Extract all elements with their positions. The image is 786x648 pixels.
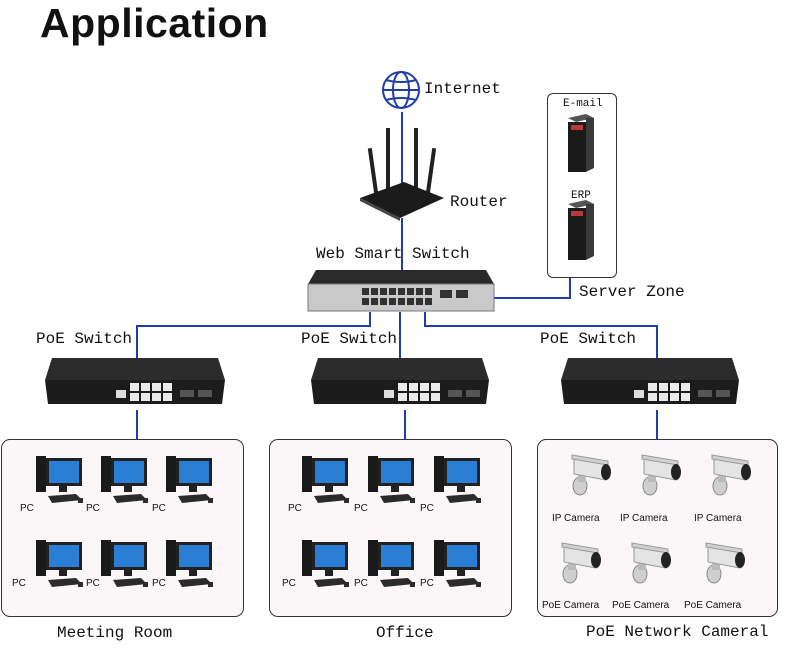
poe-camera-label: PoE Camera [684,600,742,611]
meeting-room-label: Meeting Room [57,624,173,642]
router-label: Router [450,193,508,211]
poe-switch-left-label: PoE Switch [36,330,133,348]
pc-label: PC [288,503,302,514]
pc-icon [434,456,481,503]
pc-icon [101,540,148,587]
web-smart-switch-device [307,270,495,312]
ip-camera-label: IP Camera [620,513,668,524]
office-label: Office [376,624,434,642]
pc-icon [434,540,481,587]
pc-label: PC [282,578,296,589]
pc-icon [368,456,415,503]
poe-camera-label: PoE Camera [542,600,600,611]
camera-icon [561,542,602,584]
poe-switch-mid-label: PoE Switch [301,330,398,348]
globe-icon [382,71,420,109]
pc-icon [302,456,349,503]
pc-label: PC [86,503,100,514]
server-icon [568,114,594,172]
connection-lines [136,112,658,440]
pc-icon [36,540,83,587]
pc-label: PC [12,578,26,589]
camera-icon [705,542,746,584]
pc-icon [368,540,415,587]
pc-icon [101,456,148,503]
poe-switch-device-right [561,358,739,404]
ip-camera-label: IP Camera [552,513,600,524]
ip-camera-label: IP Camera [694,513,742,524]
pc-label: PC [20,503,34,514]
internet-label: Internet [424,80,501,98]
web-smart-switch-label: Web Smart Switch [316,245,470,263]
erp-server-label: ERP [571,190,591,202]
page-title: Application [40,0,269,46]
camera-icon [631,542,672,584]
camera-icon [571,454,612,496]
poe-network-camera-label: PoE Network Cameral [586,623,769,641]
server-icon [568,200,594,260]
server-zone-label: Server Zone [579,283,685,301]
camera-icon [641,454,682,496]
email-server-label: E-mail [563,98,603,110]
pc-label: PC [152,503,166,514]
router-icon [360,128,444,221]
pc-label: PC [152,578,166,589]
poe-switch-right-label: PoE Switch [540,330,637,348]
poe-switch-device-left [45,358,225,404]
poe-switch-device-mid [311,358,489,404]
pc-label: PC [354,503,368,514]
pc-label: PC [86,578,100,589]
poe-camera-label: PoE Camera [612,600,670,611]
pc-icon [36,456,83,503]
pc-label: PC [420,503,434,514]
pc-icon [302,540,349,587]
pc-label: PC [354,578,368,589]
pc-icon [166,456,213,503]
camera-icon [711,454,752,496]
pc-label: PC [420,578,434,589]
pc-icon [166,540,213,587]
